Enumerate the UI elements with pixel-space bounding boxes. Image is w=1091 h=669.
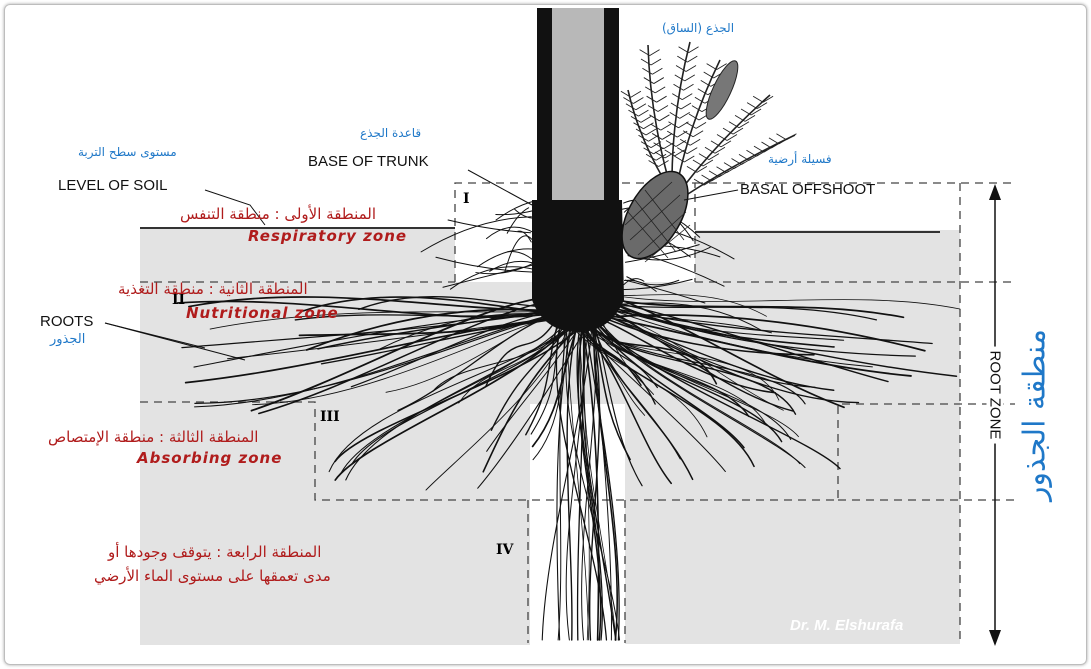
- basal-offshoot-label-ar: فسيلة أرضية: [768, 153, 832, 165]
- author-credit: Dr. M. Elshurafa: [790, 617, 903, 634]
- trunk-label-ar: الجذع (الساق): [662, 22, 734, 34]
- zone-1-label: Respiratory zone: [248, 229, 407, 244]
- zone-1-label-ar: المنطقة الأولى : منطقة التنفس: [180, 207, 376, 222]
- root-zone-label-ar-box: منطقة الجذور: [1010, 285, 1060, 545]
- frond-leaflet: [628, 110, 648, 116]
- palm-trunk: [532, 8, 624, 332]
- level-of-soil-label-ar: مستوى سطح التربة: [78, 146, 177, 158]
- frond-leaflet: [674, 84, 694, 90]
- root-zone-label: ROOT ZONE: [987, 347, 1004, 444]
- zone-numeral-1: I: [463, 191, 470, 207]
- frond-leaflet: [626, 104, 646, 110]
- frond-leaflet: [645, 87, 665, 93]
- soil-region-right-upper: [695, 230, 960, 282]
- frond-leaflet: [668, 122, 688, 128]
- frond-leaflet: [651, 124, 671, 130]
- frond-leaflet: [641, 142, 661, 148]
- frond-leaflet: [647, 96, 667, 102]
- trunk-inner: [552, 8, 604, 206]
- roots-label-ar: الجذور: [50, 333, 85, 346]
- frond-leaflet: [677, 56, 697, 62]
- level-of-soil-label: LEVEL OF SOIL: [58, 178, 168, 193]
- frond-leaflet: [640, 50, 660, 56]
- frond-leaflet: [639, 135, 659, 141]
- base-of-trunk-label: BASE OF TRUNK: [308, 154, 429, 169]
- frond-leaflet: [644, 78, 664, 84]
- zone-3-label-ar: المنطقة الثالثة : منطقة الإمتصاص: [48, 430, 258, 445]
- root-zone-label-box: ROOT ZONE: [975, 330, 1015, 460]
- zone-numeral-4: IV: [496, 542, 515, 558]
- frond-leaflet: [670, 112, 690, 118]
- frond-leaflet: [633, 123, 653, 129]
- leader-base-of-trunk: [468, 170, 532, 205]
- frond-leaflet: [641, 59, 661, 65]
- zone-3-label: Absorbing zone: [137, 451, 282, 466]
- zone-2-label-ar: المنطقة الثانية : منطقة التغذية: [118, 282, 308, 297]
- zone-2-label: Nutritional zone: [186, 306, 339, 321]
- frond-leaflet: [672, 94, 692, 100]
- roots-label: ROOTS: [40, 314, 93, 329]
- trunk-base: [532, 200, 624, 332]
- zone-4-label-ar-line1: المنطقة الرابعة : يتوقف وجودها أو: [108, 545, 321, 560]
- frond-leaflet: [649, 115, 669, 121]
- respiratory-root: [496, 211, 533, 215]
- root-zone-label-ar: منطقة الجذور: [1018, 329, 1053, 501]
- frond-leaflet: [623, 98, 643, 104]
- frond-leaflet: [676, 65, 696, 71]
- frond-leaflet: [631, 116, 651, 122]
- basal-offshoot-label: BASAL OFFSHOOT: [740, 182, 875, 197]
- zone-4-label-ar-line2: مدى تعمقها على مستوى الماء الأرضي: [94, 569, 331, 584]
- frond-leaflet: [621, 91, 641, 97]
- base-of-trunk-label-ar: قاعدة الجذع: [360, 127, 421, 139]
- frond-leaflet: [675, 75, 695, 81]
- soil-region-right-lower: [625, 404, 960, 644]
- frond-leaflet: [686, 122, 706, 128]
- respiratory-root: [478, 249, 536, 267]
- frond-leaflet: [648, 106, 668, 112]
- frond-leaflet: [671, 103, 691, 109]
- zone-numeral-3: III: [320, 409, 340, 425]
- frond-leaflet: [652, 133, 672, 139]
- frond-leaflet: [642, 68, 662, 74]
